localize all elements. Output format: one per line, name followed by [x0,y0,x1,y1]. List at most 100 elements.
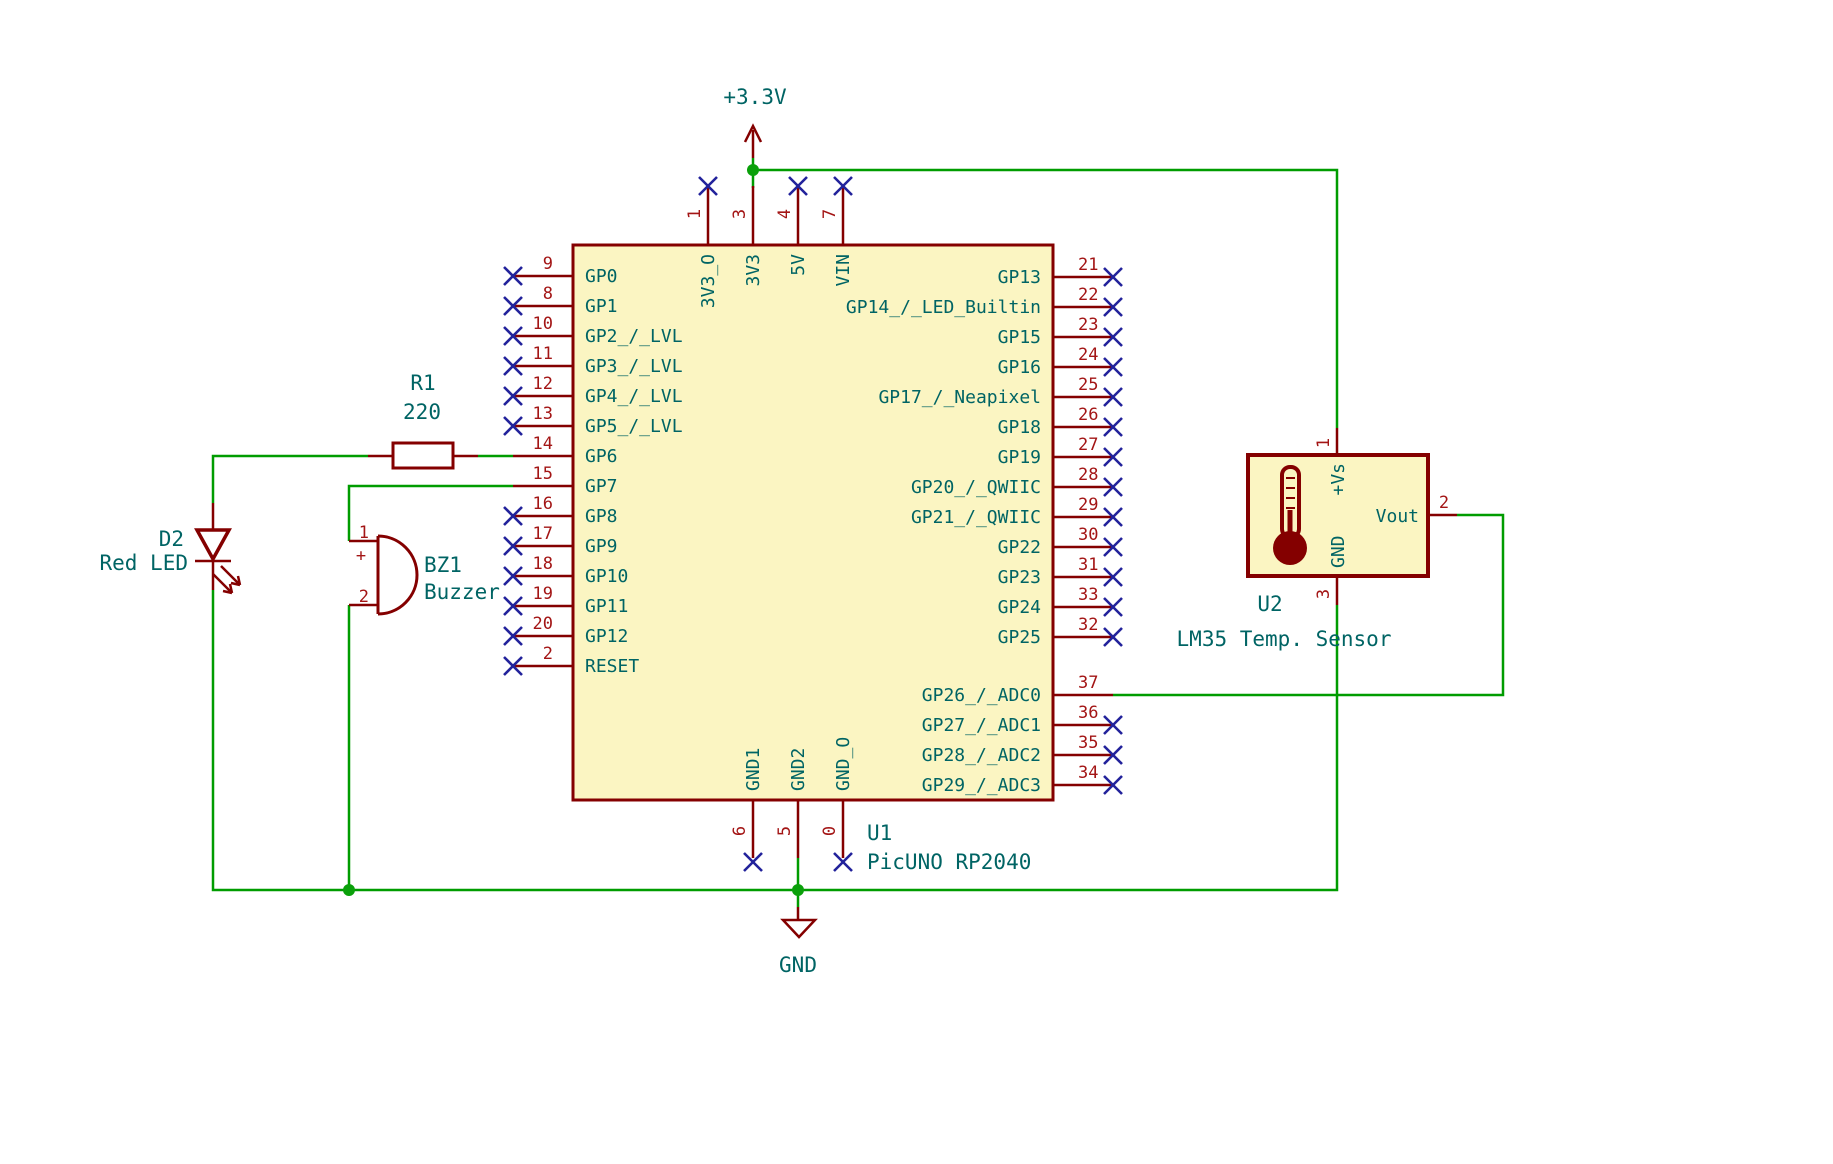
thermometer-icon [1273,465,1307,565]
no-connect-x-icon [503,356,523,376]
pin-label: 31 [1078,555,1098,575]
pin-label: GND_O [833,737,854,791]
no-connect-x-icon [503,596,523,616]
pin-label: GP6 [585,446,618,467]
junction-dots [343,164,804,896]
u2-pin3-name: GND [1328,535,1349,568]
r1-ref: R1 [410,371,435,395]
gnd-label: GND [779,953,817,977]
pin-label: GP11 [585,596,628,617]
no-connect-x-icon [1103,357,1123,377]
pin-label: 17 [533,524,553,544]
pin-label: 9 [543,254,553,274]
pin-label: GP19 [998,447,1041,468]
no-connect-x-icon [1103,477,1123,497]
wire-gp7-buzzer-net[interactable] [347,484,513,890]
u2-pin3-number: 3 [1314,589,1334,599]
pin-label: 16 [533,494,553,514]
pin-label: 20 [533,614,553,634]
pin-label: 3V3_O [698,254,719,308]
pin-label: 35 [1078,733,1098,753]
pin-label: 14 [533,434,553,454]
d2-led-symbol[interactable]: D2 Red LED [99,503,242,595]
pin-label: GND1 [743,748,764,791]
gnd-symbol[interactable]: GND [779,907,818,977]
no-connect-x-icon [1103,745,1123,765]
pin-label: 36 [1078,703,1098,723]
power-symbol-3v3[interactable]: +3.3V [723,85,787,158]
pin-label: 29 [1078,495,1098,515]
r1-symbol[interactable]: R1 220 [368,371,478,470]
pin-label: GP8 [585,506,618,527]
pin-label: 13 [533,404,553,424]
no-connect-x-icon [1103,507,1123,527]
pin-label: 30 [1078,525,1098,545]
u2-lm35-symbol[interactable]: 1 +Vs 3 GND 2 Vout U2 LM35 Temp. Sensor [1177,428,1457,651]
pin-label: GP1 [585,296,618,317]
pin-label: GP18 [998,417,1041,438]
wire-vout-adc0-net[interactable] [1113,513,1505,697]
pin-label: GP23 [998,567,1041,588]
u1-symbol[interactable]: 9GP08GP110GP2_/_LVL11GP3_/_LVL12GP4_/_LV… [503,176,1123,874]
u1-ref: U1 [867,821,892,845]
pin-label: GP24 [998,597,1041,618]
bz1-plus-mark: + [356,546,366,566]
wire-gp6-r1-led-net[interactable] [211,454,1339,892]
bz1-buzzer-symbol[interactable]: 1 + 2 BZ1 Buzzer [349,523,500,616]
u1-pin-5V[interactable]: 45V [775,176,809,276]
pin-label: 21 [1078,255,1098,275]
u2-pin2-number: 2 [1439,493,1449,513]
no-connect-x-icon [1103,327,1123,347]
pin-label: 25 [1078,375,1098,395]
pin-label: GP0 [585,266,618,287]
no-connect-x-icon [1103,267,1123,287]
no-connect-x-icon [1103,627,1123,647]
pin-label: GP20_/_QWIIC [911,477,1041,498]
no-connect-x-icon [503,626,523,646]
d2-value: Red LED [99,551,188,575]
pin-label: 4 [775,209,795,219]
pin-label: GP25 [998,627,1041,648]
pin-label: 5 [775,826,795,836]
bz1-ref: BZ1 [424,553,462,577]
no-connect-x-icon [503,566,523,586]
pin-label: GP5_/_LVL [585,416,683,437]
